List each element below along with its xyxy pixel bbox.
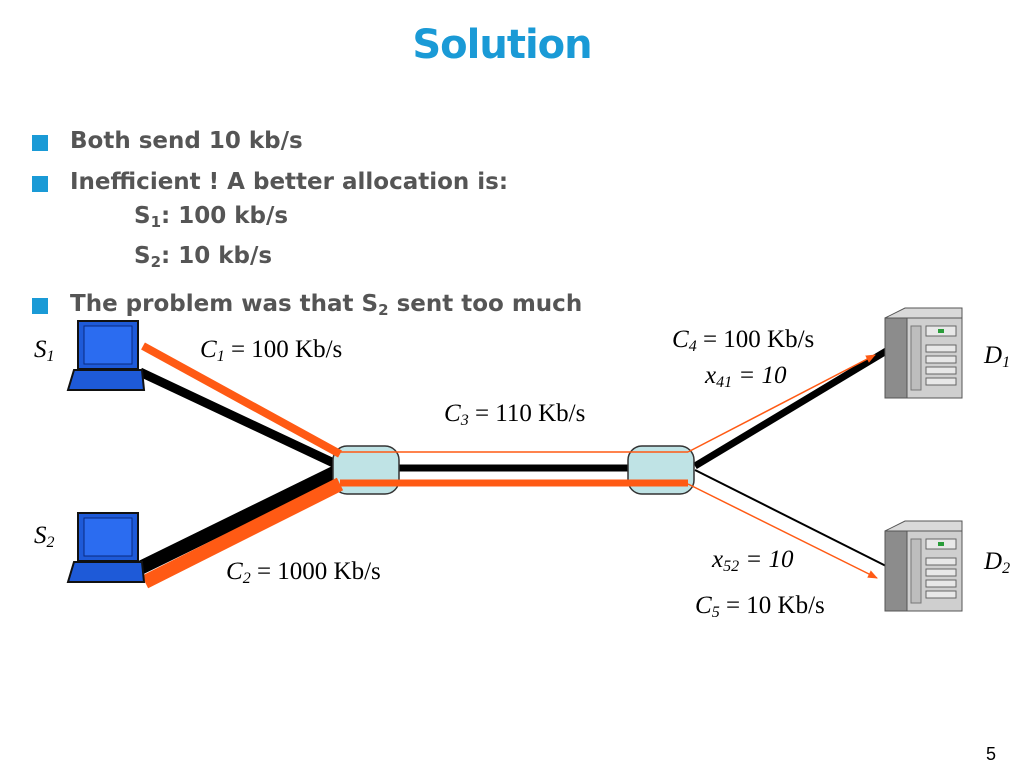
router-2: [627, 445, 695, 495]
bullet-item: The problem was that S2 sent too much: [32, 287, 582, 327]
node-label-s2: S2: [34, 522, 55, 552]
link-label-c4-subscript: 4: [688, 338, 697, 355]
link-label-c1-name: C: [200, 336, 217, 363]
link-label-c1: C1 = 100 Kb/s: [200, 336, 342, 366]
link-s1-router1: [138, 367, 342, 471]
link-label-c2-name: C: [226, 558, 243, 585]
allocation-s2-value: : 10 kb/s: [161, 243, 273, 269]
bullet-item: Both send 10 kb/s: [32, 124, 582, 158]
link-label-c4: C4 = 100 Kb/s: [672, 326, 814, 356]
link-s2-router1: [136, 463, 344, 575]
allocation-s1-value: : 100 kb/s: [161, 203, 289, 229]
bullet-text: Inefficient ! A better allocation is:: [70, 169, 509, 195]
node-label-d1-name: D: [984, 342, 1003, 369]
bullet-square-icon: [32, 298, 48, 314]
link-router2-d1: [693, 347, 890, 469]
link-label-c4-value: = 100 Kb/s: [696, 326, 815, 353]
bullet-text-tail: sent too much: [388, 291, 583, 317]
link-label-c3-subscript: 3: [460, 412, 469, 429]
node-label-s1: S1: [34, 336, 55, 366]
flow-arrow-d1: [687, 354, 876, 453]
node-label-s1-subscript: 1: [46, 348, 55, 365]
link-label-c5: C5 = 10 Kb/s: [695, 592, 825, 622]
allocation-s1-subscript: 1: [150, 213, 162, 231]
bullet-text: Both send 10 kb/s: [70, 128, 303, 154]
flow-label-x52-name: x: [712, 546, 724, 573]
laptop-s2-icon: [66, 512, 146, 583]
server-d1-icon: [884, 307, 963, 399]
link-router2-d2: [694, 469, 889, 568]
flow-arrow-d2: [687, 483, 878, 579]
allocation-s2-label: S: [134, 243, 151, 269]
bullet-square-icon: [32, 135, 48, 151]
bullet-text: The problem was that S: [70, 291, 379, 317]
laptop-s1-icon: [66, 320, 146, 391]
flow-label-x41: x41 = 10: [705, 362, 786, 392]
node-label-d2-name: D: [984, 548, 1003, 575]
flow-s2-in: [141, 477, 344, 589]
bullet-square-icon: [32, 176, 48, 192]
link-label-c2-value: = 1000 Kb/s: [250, 558, 381, 585]
flow-label-x52-subscript: 52: [723, 558, 740, 575]
flow-label-x41-value: = 10: [732, 362, 787, 389]
node-label-d2-subscript: 2: [1002, 560, 1011, 577]
link-label-c3-name: C: [444, 400, 461, 427]
slide-title: Solution: [412, 22, 592, 68]
link-label-c5-value: = 10 Kb/s: [719, 592, 825, 619]
node-label-d2: D2: [984, 548, 1010, 578]
link-label-c5-name: C: [695, 592, 712, 619]
link-label-c5-subscript: 5: [711, 604, 720, 621]
bullet-list: Both send 10 kb/s Inefficient ! A better…: [32, 124, 582, 327]
link-label-c4-name: C: [672, 326, 689, 353]
bullet-subscript: 2: [378, 301, 389, 319]
node-label-s1-name: S: [34, 336, 47, 363]
flow-s1-in: [141, 342, 342, 458]
router-1: [332, 445, 400, 495]
page-number: 5: [985, 744, 996, 764]
allocation-s2-subscript: 2: [150, 253, 162, 271]
link-label-c3: C3 = 110 Kb/s: [444, 400, 585, 430]
link-label-c3-value: = 110 Kb/s: [468, 400, 586, 427]
flow-label-x52-value: = 10: [739, 546, 794, 573]
node-label-s2-name: S: [34, 522, 47, 549]
node-label-d1: D1: [984, 342, 1010, 372]
flow-label-x41-subscript: 41: [716, 374, 733, 391]
flow-label-x52: x52 = 10: [712, 546, 793, 576]
node-label-s2-subscript: 2: [46, 534, 55, 551]
allocation-s1-label: S: [134, 203, 151, 229]
allocation-s1: S1: 100 kb/s: [32, 199, 582, 239]
flow-label-x41-name: x: [705, 362, 717, 389]
server-d2-icon: [884, 520, 963, 612]
node-label-d1-subscript: 1: [1002, 354, 1011, 371]
link-label-c2: C2 = 1000 Kb/s: [226, 558, 381, 588]
bullet-item: Inefficient ! A better allocation is:: [32, 165, 582, 199]
allocation-s2: S2: 10 kb/s: [32, 239, 582, 279]
link-label-c1-subscript: 1: [216, 348, 225, 365]
link-label-c1-value: = 100 Kb/s: [224, 336, 343, 363]
link-label-c2-subscript: 2: [242, 570, 251, 587]
